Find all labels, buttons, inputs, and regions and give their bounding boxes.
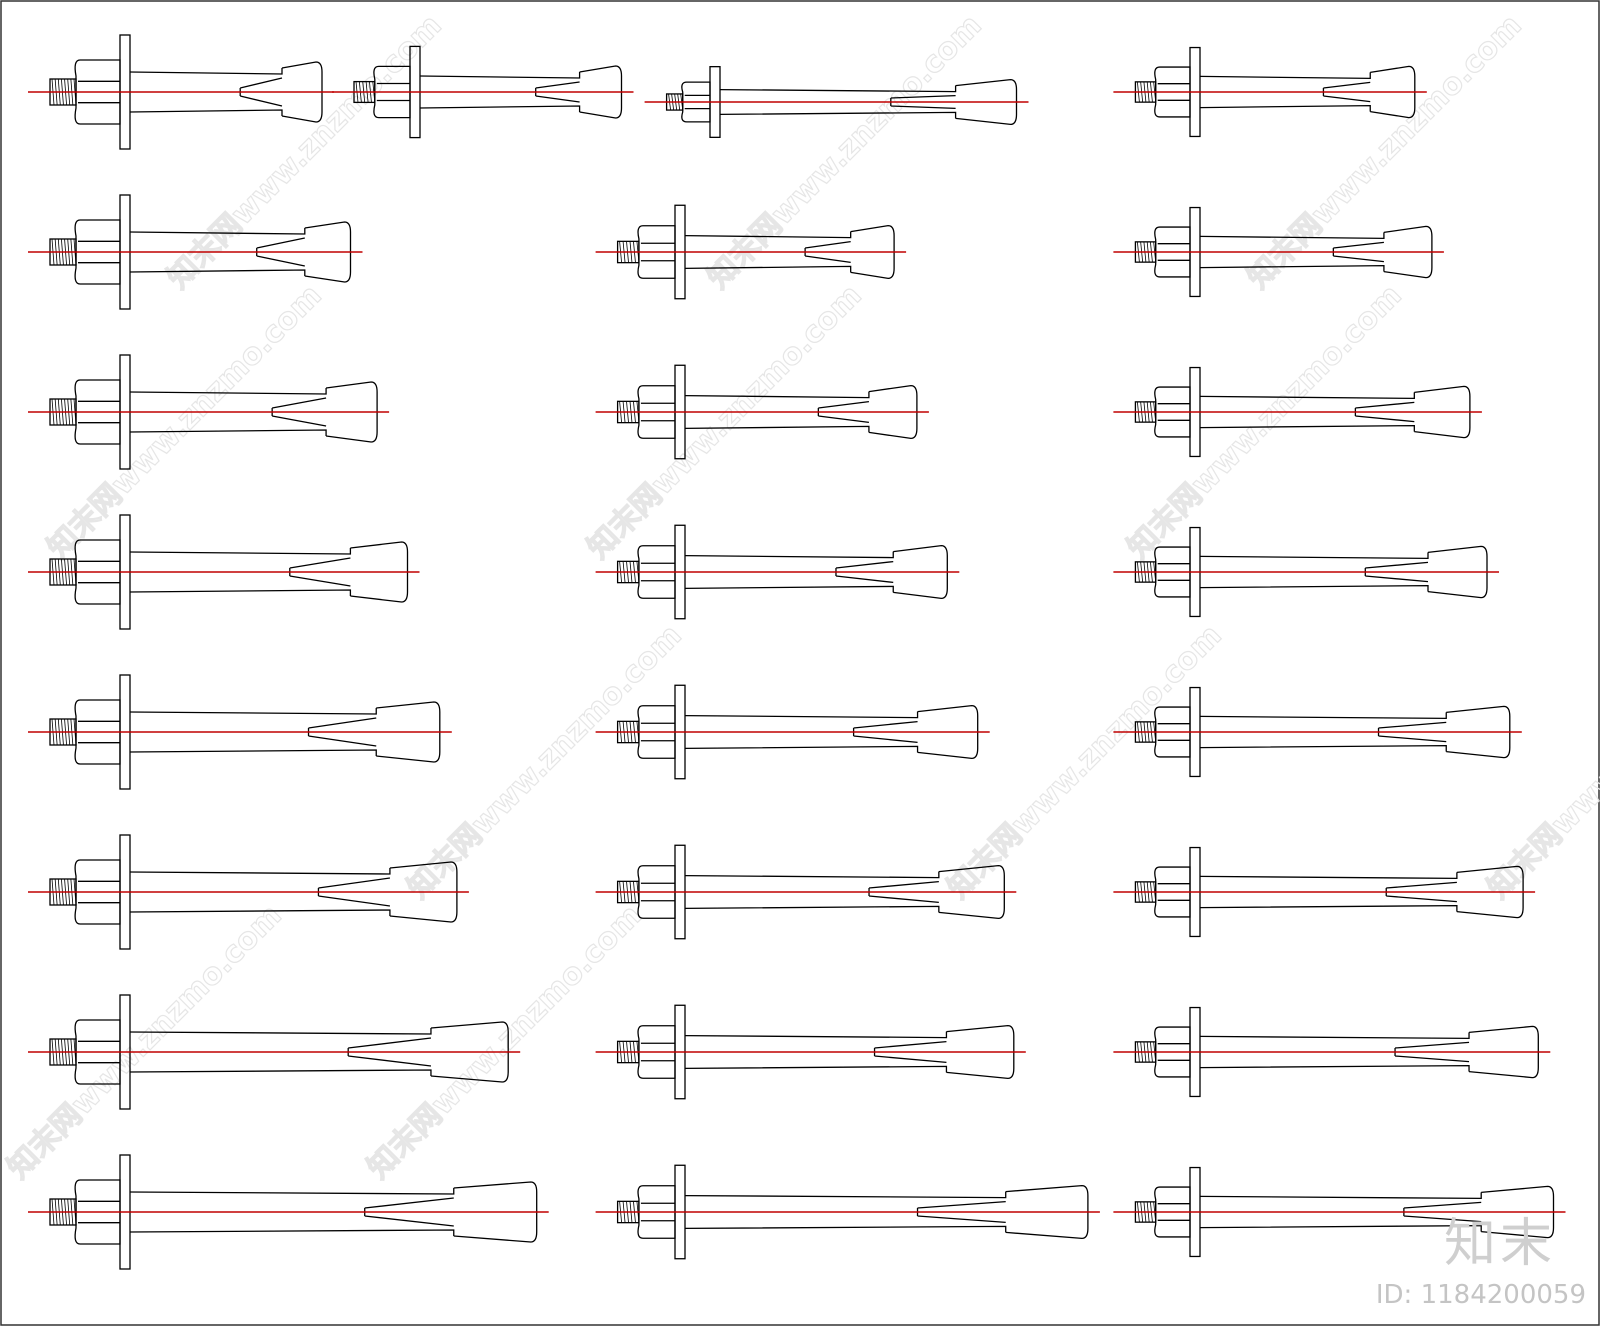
hex-nut bbox=[1154, 66, 1191, 118]
hex-nut bbox=[1154, 386, 1191, 438]
hex-nut bbox=[74, 219, 121, 285]
expansion-anchor-bolt bbox=[1113, 366, 1482, 458]
expansion-anchor-bolt bbox=[1113, 846, 1536, 938]
expansion-sleeve bbox=[129, 228, 306, 276]
expansion-anchor-bolt bbox=[28, 354, 390, 470]
expansion-sleeve bbox=[1199, 392, 1415, 432]
expansion-anchor-bolt bbox=[1113, 1006, 1551, 1098]
expansion-sleeve bbox=[684, 391, 870, 433]
expansion-anchor-bolt bbox=[28, 514, 420, 630]
hex-nut bbox=[637, 1185, 676, 1239]
expansion-anchor-bolt bbox=[595, 1004, 1026, 1100]
hex-nut bbox=[637, 1025, 676, 1079]
brand-watermark: 知末 bbox=[1443, 1214, 1556, 1274]
hex-nut bbox=[74, 539, 121, 605]
hex-nut bbox=[637, 865, 676, 919]
hex-nut bbox=[1154, 546, 1191, 598]
hex-nut bbox=[681, 81, 711, 123]
expansion-anchor-bolt bbox=[595, 524, 960, 620]
hex-nut bbox=[74, 1179, 121, 1245]
expansion-anchor-bolt bbox=[595, 684, 990, 780]
expansion-anchor-bolt bbox=[28, 1154, 549, 1270]
expansion-anchor-bolt bbox=[644, 66, 1029, 138]
hex-nut bbox=[637, 705, 676, 759]
expansion-anchor-bolt bbox=[595, 364, 929, 460]
bolt-layer bbox=[28, 34, 1566, 1270]
hex-nut bbox=[637, 545, 676, 599]
expansion-sleeve bbox=[684, 711, 919, 753]
expansion-anchor-bolt bbox=[28, 674, 452, 790]
hex-nut bbox=[74, 859, 121, 925]
expansion-anchor-bolt bbox=[28, 994, 521, 1110]
hex-nut bbox=[74, 379, 121, 445]
expansion-sleeve bbox=[419, 72, 581, 112]
expansion-anchor-bolt bbox=[1113, 526, 1499, 618]
hex-nut bbox=[1154, 866, 1191, 918]
expansion-anchor-bolt bbox=[28, 834, 469, 950]
hex-nut bbox=[1154, 706, 1191, 758]
hex-nut bbox=[373, 65, 411, 119]
hex-nut bbox=[637, 385, 676, 439]
hex-nut bbox=[1154, 1026, 1191, 1078]
expansion-sleeve bbox=[1199, 72, 1371, 112]
hex-nut bbox=[1154, 226, 1191, 278]
expansion-anchor-bolt bbox=[1113, 206, 1444, 298]
hex-nut bbox=[74, 699, 121, 765]
expansion-anchor-bolt bbox=[28, 194, 363, 310]
expansion-anchor-bolt bbox=[332, 45, 634, 139]
hex-nut bbox=[74, 59, 121, 125]
expansion-anchor-bolt bbox=[1113, 46, 1427, 138]
expansion-anchor-bolt bbox=[1113, 1166, 1566, 1258]
hex-nut bbox=[1154, 1186, 1191, 1238]
expansion-sleeve bbox=[684, 231, 852, 273]
expansion-sleeve bbox=[129, 388, 327, 436]
expansion-anchor-bolt bbox=[28, 34, 334, 150]
expansion-anchor-bolt bbox=[1113, 686, 1522, 778]
expansion-sleeve bbox=[684, 1191, 1007, 1233]
expansion-sleeve bbox=[684, 1031, 948, 1073]
expansion-sleeve bbox=[129, 708, 377, 756]
hex-nut bbox=[637, 225, 676, 279]
hex-nut bbox=[74, 1019, 121, 1085]
image-id-label: ID: 1184200059 bbox=[1375, 1280, 1586, 1310]
expansion-anchor-bolt bbox=[595, 204, 907, 300]
expansion-sleeve bbox=[1199, 1192, 1482, 1232]
expansion-sleeve bbox=[1199, 552, 1429, 592]
expansion-anchor-bolt bbox=[595, 844, 1017, 940]
expansion-sleeve bbox=[129, 548, 352, 596]
expansion-anchor-bolt bbox=[595, 1164, 1100, 1260]
